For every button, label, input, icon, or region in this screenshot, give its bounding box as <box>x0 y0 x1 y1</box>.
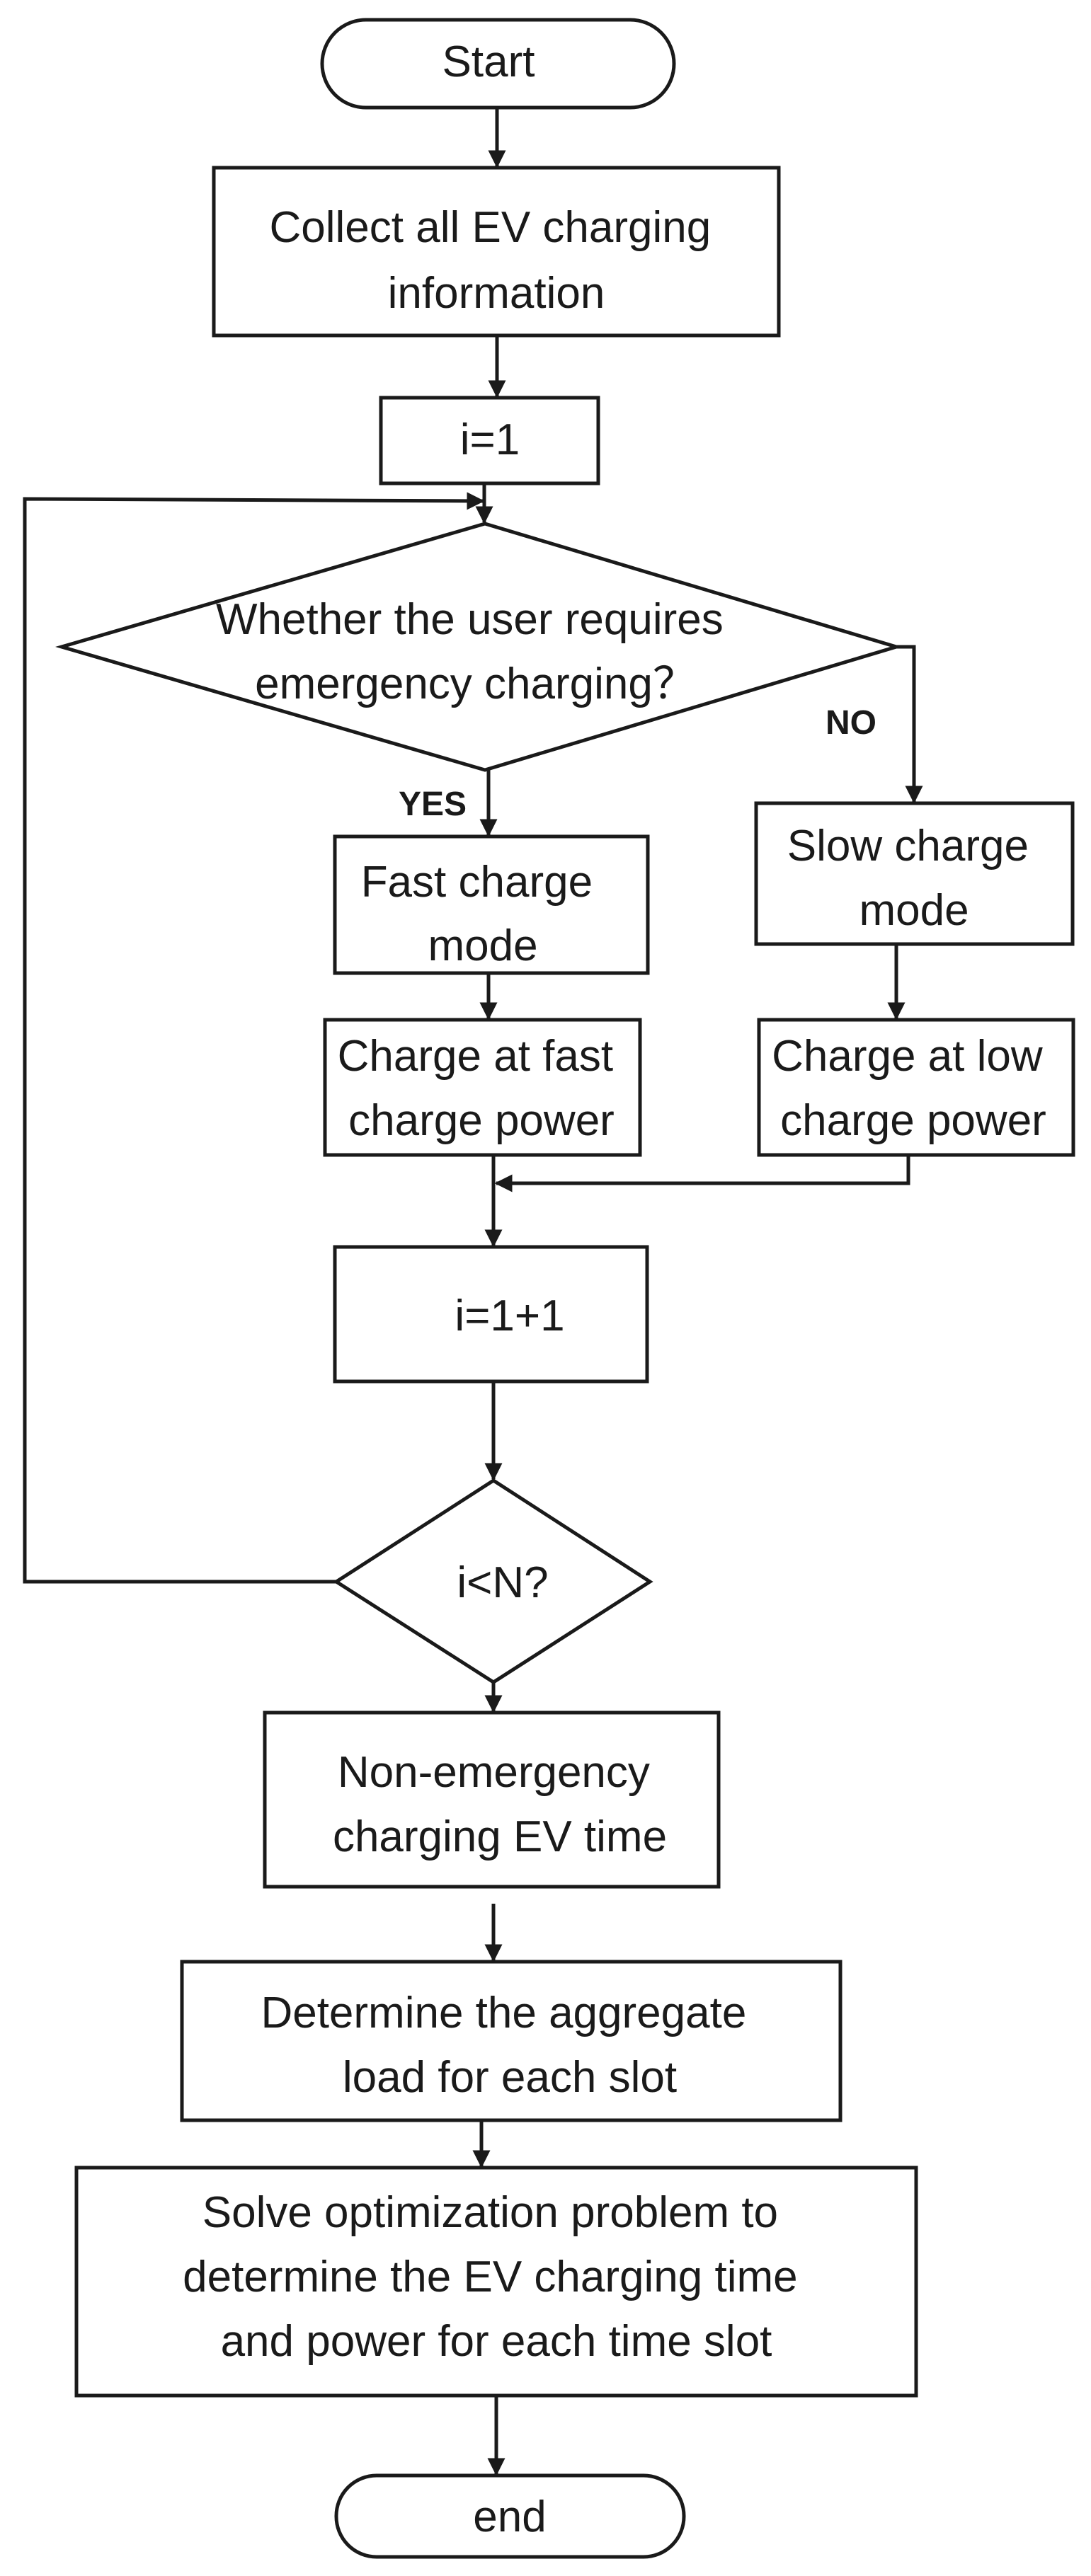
node-start-label: Start <box>442 38 535 86</box>
node-nonemergency: Non-emergency charging EV time <box>263 1710 721 1889</box>
node-fast-power-label: Charge at fast charge power <box>338 1032 626 1145</box>
node-init-label: i=1 <box>460 415 520 464</box>
node-nonemergency-label: Non-emergency charging EV time <box>333 1748 667 1861</box>
node-slow-mode-label: Slow charge mode <box>787 822 1041 935</box>
node-fast-power: Charge at fast charge power <box>323 1018 642 1157</box>
node-init: i=1 <box>379 396 600 485</box>
node-solve-label: Solve optimization problem to determine … <box>183 2188 810 2366</box>
edge-emergency-no <box>896 645 923 804</box>
edge-label-yes: YES <box>399 786 467 823</box>
node-emergency-label: Whether the user requires emergency char… <box>216 595 736 708</box>
node-slow-power-label: Charge at low charge power <box>772 1032 1055 1145</box>
node-loop-label: i<N? <box>457 1558 548 1607</box>
node-aggregate-label: Determine the aggregate load for each sl… <box>261 1989 758 2102</box>
node-slow-power: Charge at low charge power <box>757 1018 1075 1157</box>
node-loop-decision: i<N? <box>333 1478 653 1684</box>
node-fast-mode: Fast charge mode <box>333 834 650 975</box>
node-start: Start <box>320 18 676 110</box>
edge-loop-back <box>23 492 485 1584</box>
node-emergency-decision: Whether the user requires emergency char… <box>55 522 903 772</box>
node-collect: Collect all EV charging information <box>212 166 781 338</box>
node-slow-mode: Slow charge mode <box>754 801 1075 946</box>
node-solve: Solve optimization problem to determine … <box>74 2166 918 2398</box>
node-fast-mode-label: Fast charge mode <box>361 858 605 970</box>
edge-slowpower-merge <box>494 1155 910 1192</box>
edge-label-no: NO <box>826 704 876 742</box>
node-collect-label: Collect all EV charging information <box>270 203 724 318</box>
node-increment-label: i=1+1 <box>455 1292 564 1340</box>
node-aggregate: Determine the aggregate load for each sl… <box>180 1960 842 2122</box>
node-end-label: end <box>473 2492 546 2541</box>
node-end: end <box>334 2473 686 2559</box>
node-increment: i=1+1 <box>333 1245 649 1384</box>
